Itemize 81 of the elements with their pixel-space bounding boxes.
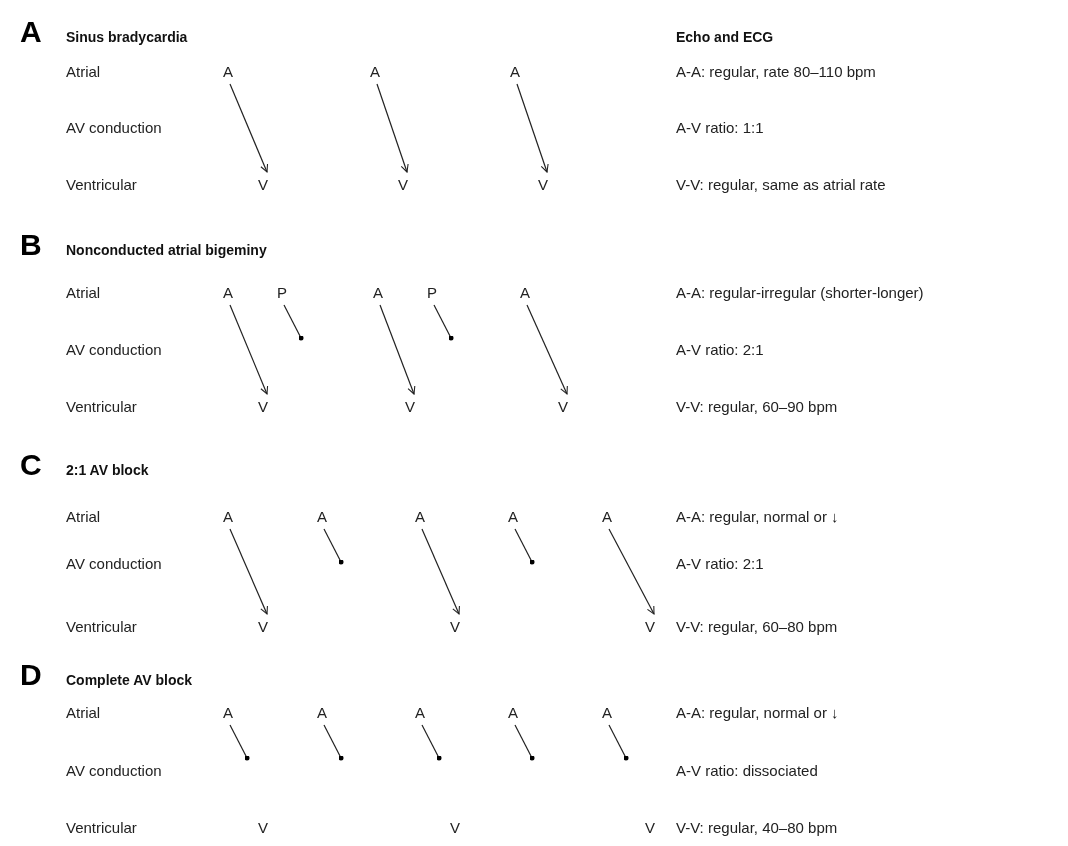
event-letter: A: [510, 63, 520, 81]
blocked-conduction-line: [608, 724, 629, 761]
event-letter: A: [508, 508, 518, 526]
event-letter: A: [415, 508, 425, 526]
event-letter: A: [223, 704, 233, 722]
event-letter: A: [223, 63, 233, 81]
panel-heading: Sinus bradycardia: [66, 28, 188, 46]
finding-note: V-V: regular, 60–80 bpm: [676, 618, 838, 636]
blocked-conduction-line: [323, 724, 344, 761]
conduction-arrow: [608, 528, 655, 615]
event-letter: V: [450, 618, 460, 636]
panel-letter: A: [20, 17, 42, 47]
panel-letter: B: [20, 230, 42, 260]
panel-heading: Complete AV block: [66, 671, 193, 689]
row-label: AV conduction: [66, 762, 162, 780]
panel-heading: 2:1 AV block: [66, 461, 149, 479]
finding-note: A-V ratio: dissociated: [676, 762, 818, 780]
finding-note: A-A: regular, normal or ↓: [676, 704, 839, 722]
event-letter: V: [258, 618, 268, 636]
conduction-arrow: [516, 83, 549, 173]
finding-note: A-V ratio: 2:1: [676, 341, 764, 359]
event-letter: V: [398, 176, 408, 194]
conduction-arrow: [421, 528, 460, 615]
event-letter: P: [427, 284, 437, 302]
finding-note: A-A: regular-irregular (shorter-longer): [676, 284, 924, 302]
blocked-conduction-line: [323, 528, 344, 565]
conduction-arrow: [229, 83, 269, 173]
event-letter: V: [258, 398, 268, 416]
conduction-arrow: [379, 304, 416, 395]
event-letter: V: [538, 176, 548, 194]
row-label: Atrial: [66, 284, 101, 302]
row-label: Atrial: [66, 63, 101, 81]
conduction-arrow: [376, 83, 409, 173]
event-letter: A: [520, 284, 530, 302]
event-letter: V: [258, 176, 268, 194]
event-letter: A: [223, 508, 233, 526]
finding-note: V-V: regular, 60–90 bpm: [676, 398, 838, 416]
row-label: AV conduction: [66, 555, 162, 573]
finding-note: A-V ratio: 2:1: [676, 555, 764, 573]
panel-heading: Nonconducted atrial bigeminy: [66, 241, 267, 259]
blocked-conduction-line: [283, 304, 304, 341]
blocked-conduction-line: [514, 528, 535, 565]
event-letter: V: [450, 819, 460, 837]
finding-note: A-A: regular, rate 80–110 bpm: [676, 63, 876, 81]
event-letter: A: [508, 704, 518, 722]
event-letter: V: [258, 819, 268, 837]
conduction-arrow: [526, 304, 568, 395]
row-label: AV conduction: [66, 119, 162, 137]
event-letter: P: [277, 284, 287, 302]
finding-note: V-V: regular, 40–80 bpm: [676, 819, 838, 837]
event-letter: V: [405, 398, 415, 416]
event-letter: A: [602, 704, 612, 722]
row-label: Ventricular: [66, 819, 137, 837]
event-letter: A: [317, 508, 327, 526]
event-letter: V: [558, 398, 568, 416]
row-label: Atrial: [66, 704, 101, 722]
panel-letter: C: [20, 450, 42, 480]
blocked-conduction-line: [514, 724, 535, 761]
conduction-arrow: [229, 528, 268, 615]
row-label: AV conduction: [66, 341, 162, 359]
conduction-arrow: [229, 304, 269, 395]
finding-note: V-V: regular, same as atrial rate: [676, 176, 886, 194]
event-letter: V: [645, 819, 655, 837]
row-label: Atrial: [66, 508, 101, 526]
event-letter: A: [317, 704, 327, 722]
event-letter: A: [373, 284, 383, 302]
row-label: Ventricular: [66, 398, 137, 416]
finding-note: A-A: regular, normal or ↓: [676, 508, 839, 526]
blocked-conduction-line: [433, 304, 454, 341]
panel-heading: Echo and ECG: [676, 28, 774, 46]
event-letter: A: [223, 284, 233, 302]
event-letter: V: [645, 618, 655, 636]
event-letter: A: [370, 63, 380, 81]
blocked-conduction-line: [421, 724, 442, 761]
blocked-conduction-line: [229, 724, 250, 761]
event-letter: A: [415, 704, 425, 722]
finding-note: A-V ratio: 1:1: [676, 119, 764, 137]
row-label: Ventricular: [66, 176, 137, 194]
event-letter: A: [602, 508, 612, 526]
row-label: Ventricular: [66, 618, 137, 636]
panel-letter: D: [20, 660, 42, 690]
